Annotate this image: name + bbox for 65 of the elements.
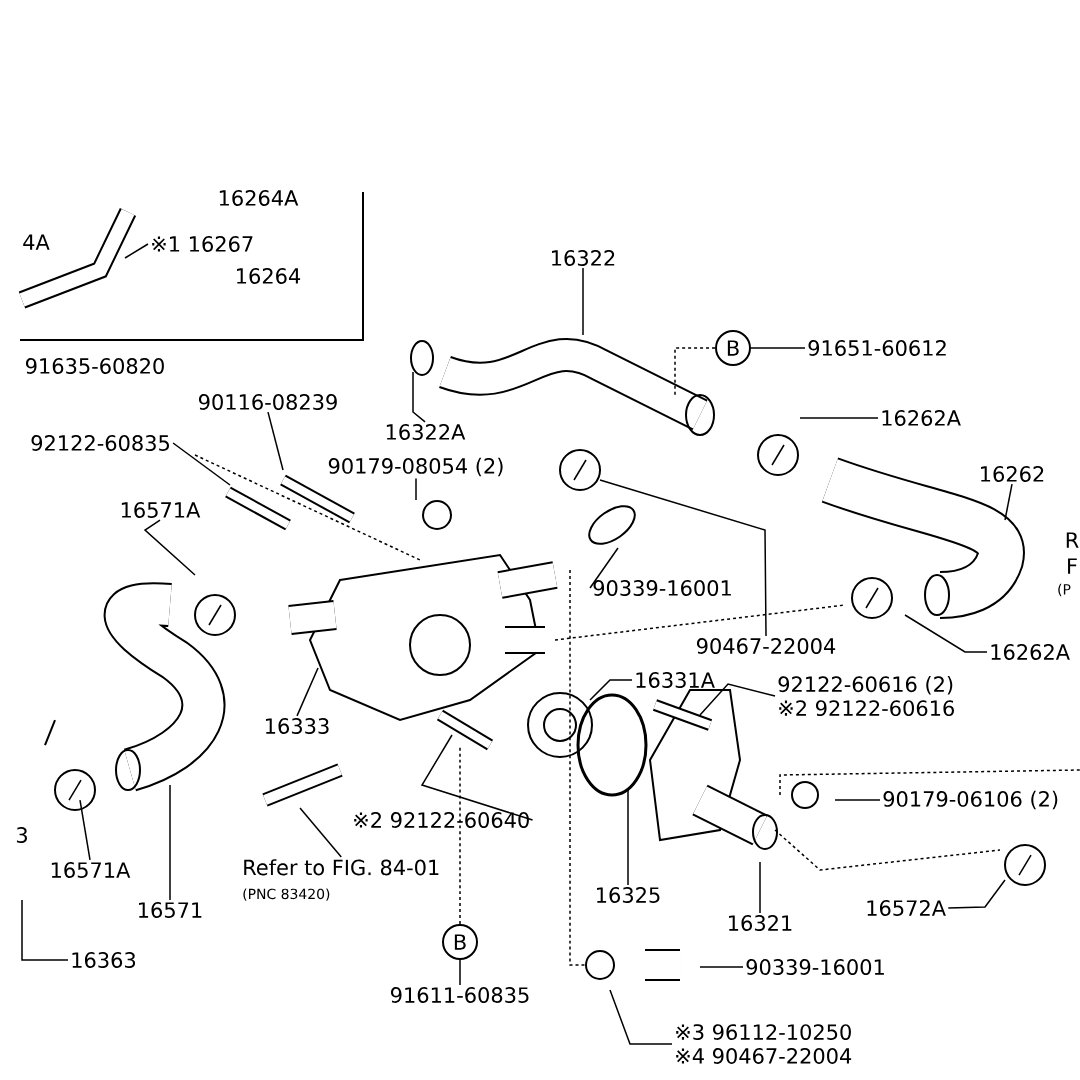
leader-line [79,799,91,861]
part-number: Refer to FIG. 84-01 (PNC 83420) [243,859,439,901]
leader-line [834,799,881,801]
part-number: 91611-60835 [391,987,529,1003]
leader-line [420,734,534,821]
part-number: F [1068,558,1077,574]
leader-line [143,519,196,576]
leader-line [412,371,426,423]
leader-line [759,861,761,914]
part-number: ※3 96112-10250 ※4 90467-22004 [676,1024,852,1064]
part-number: 16571A [121,502,201,518]
part-number: 16264 [237,268,301,284]
part-number: 90339-16001 [593,580,731,596]
part-number: R [1066,532,1079,548]
part-number: 16325 [597,887,660,903]
part-number: (P [1058,583,1071,597]
part-number: 90179-06106 (2) [883,790,1058,810]
part-number: 16571A [51,862,131,878]
part-number: 16262A [882,410,961,426]
part-number: 90179-08054 (2) [328,457,503,477]
leader-line [947,879,1006,909]
part-number: 16331A [636,672,715,688]
part-number: ※2 92122-60640 [354,812,529,828]
part-number: 3 [16,827,27,843]
part-number: 16262 [981,466,1044,482]
leader-line [21,899,69,961]
part-number: 91635-60820 [26,358,164,374]
leader-line [267,411,284,471]
leader-line [415,477,417,501]
leader-line [699,966,744,968]
part-number: 90467-22004 [697,638,836,654]
part-number: 16572A [867,900,946,916]
leader-line [299,807,342,858]
leader-line [582,267,584,336]
leader-line [699,683,776,716]
leader-line [674,347,716,396]
part-number: ※1 16267 [152,236,253,252]
leader-line [609,989,673,1045]
part-number: 92122-60616 (2) ※2 92122-60616 [778,675,954,717]
part-number: 16262A [991,644,1070,660]
part-number: 16333 [266,718,329,734]
part-number: 16321 [729,915,792,931]
leader-line [904,614,988,653]
part-number: 16571 [139,902,202,918]
part-number: 91651-60612 [808,340,946,356]
leader-line [1004,483,1013,521]
part-number: 16322 [552,250,615,266]
leader-line [296,667,319,717]
leader-line [124,243,149,259]
part-number: 16322A [386,424,466,440]
part-number: 90339-16001 [746,959,884,975]
part-number: 4A [23,234,50,250]
leader-line [589,679,633,701]
part-number: 90116-08239 [199,394,337,410]
leader-line [627,789,629,886]
leader-line [599,479,767,637]
part-number: 16363 [72,952,136,968]
leader-line [172,442,231,486]
leader-line [799,417,879,419]
callout-line [459,959,461,986]
callout-line [750,347,806,349]
leader-line [169,784,171,901]
part-number: 16264A [219,190,299,206]
part-number: 92122-60835 [31,435,169,451]
leader-line [589,547,619,589]
